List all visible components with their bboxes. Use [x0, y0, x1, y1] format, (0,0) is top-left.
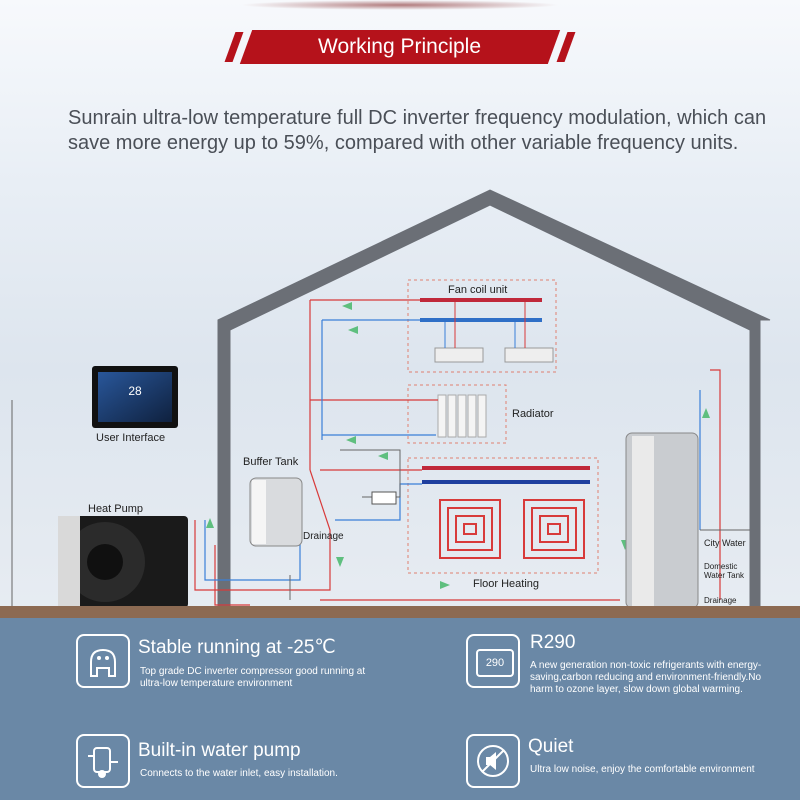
feature-description: A new generation non-toxic refrigerants …: [530, 660, 762, 695]
fan-coil-unit-2: [504, 347, 554, 363]
domestic-tank-label-1: Domestic: [704, 562, 738, 571]
fan-coil-cold-pipe: [420, 318, 542, 322]
buffer-tank-label: Buffer Tank: [243, 456, 299, 468]
floor-heating-label: Floor Heating: [473, 578, 540, 590]
r290-icon-text: 290: [476, 649, 514, 677]
feature-title: Quiet: [528, 736, 574, 757]
buffer-tank: [249, 477, 303, 547]
user-interface-label: User Interface: [96, 432, 166, 444]
tank-drainage-label: Drainage: [704, 596, 737, 605]
heat-pump-unit: [58, 516, 188, 608]
intro-text: Sunrain ultra-low temperature full DC in…: [68, 107, 767, 154]
fan-coil-label: Fan coil unit: [448, 284, 508, 296]
screen-temperature: 28: [128, 384, 142, 398]
feature-description: Top grade DC inverter compressor good ru…: [140, 666, 366, 689]
r290-icon: 290: [466, 634, 520, 688]
system-diagram: 28: [11, 189, 771, 611]
floor-hot-pipe: [422, 466, 590, 470]
radiator-box: [407, 384, 507, 444]
feature-title: Stable running at -25℃: [138, 637, 336, 658]
city-water-label: City Water: [704, 538, 746, 548]
valve: [371, 491, 397, 505]
domestic-tank-label-2: Water Tank: [704, 571, 745, 580]
feature-description: Connects to the water inlet, easy instal…: [140, 768, 338, 779]
ground-line: [0, 606, 800, 618]
fan-coil-hot-pipe: [420, 298, 542, 302]
top-shadow: [240, 0, 560, 10]
fan-coil-unit-1: [434, 347, 484, 363]
radiator-label: Radiator: [512, 408, 554, 420]
user-interface-screen: [92, 366, 178, 428]
floor-cold-pipe: [422, 480, 590, 484]
water-pump-icon: [76, 734, 130, 788]
feature-description: Ultra low noise, enjoy the comfortable e…: [530, 764, 755, 775]
features-panel: Stable running at -25℃ Top grade DC inve…: [0, 618, 800, 800]
heat-pump-label: Heat Pump: [88, 503, 144, 515]
cold-water-pipes: [204, 319, 701, 581]
drainage-label: Drainage: [303, 531, 344, 542]
hot-water-pipes: [194, 299, 721, 606]
mute-speaker-icon: [466, 734, 520, 788]
feature-title: Built-in water pump: [138, 740, 301, 761]
floor-coil-2: [523, 499, 585, 559]
polar-bear-icon: [76, 634, 130, 688]
domestic-water-tank: [625, 432, 699, 609]
floor-coil-1: [439, 499, 501, 559]
radiator: [437, 394, 487, 438]
fan-coil-box: [407, 279, 557, 373]
feature-title: R290: [530, 632, 576, 653]
floor-heating-box: [407, 457, 599, 574]
